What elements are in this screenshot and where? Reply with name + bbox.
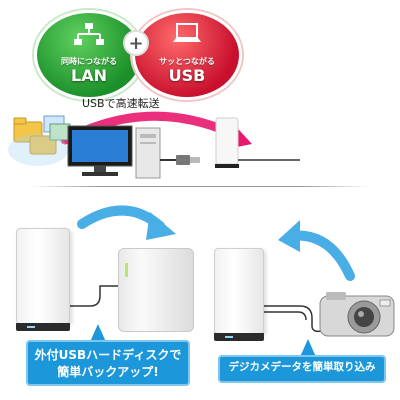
network-icon: [74, 23, 104, 45]
blue-arrowhead-left: [146, 212, 176, 240]
usb-transfer-caption: USBで高速転送: [82, 97, 160, 110]
lan-badge-title: LAN: [71, 65, 107, 85]
lan-badge-subtitle: 同時につながる: [61, 56, 117, 66]
left-caption-tail: [90, 324, 106, 342]
usb-badge-title: USB: [168, 65, 206, 85]
plus-icon: +: [123, 30, 149, 56]
external-hdd: [118, 248, 194, 332]
right-caption-tail: [300, 339, 316, 357]
nas-drive-right: [214, 248, 264, 341]
blue-arrowhead-right: [278, 220, 300, 252]
nas-drive-left: [16, 228, 70, 331]
usb-plug-icon: [176, 155, 200, 165]
backup-illustration: [68, 205, 355, 333]
backup-caption: 外付USBハードディスクで 簡単バックアップ!: [26, 340, 190, 386]
camera-import-caption: デジカメデータを簡単取り込み: [218, 355, 386, 383]
camera-icon: [319, 292, 395, 337]
monitor-icon: [67, 125, 133, 176]
tower-pc-icon: [135, 127, 161, 179]
pc-to-drive-illustration: [8, 111, 300, 179]
blue-arrow-left: [77, 205, 165, 231]
usb-badge-subtitle: サッとつながる: [159, 56, 215, 66]
laptop-icon: [173, 23, 201, 42]
backup-caption-line2: 簡単バックアップ!: [57, 365, 159, 379]
folder-icon: [8, 115, 71, 166]
section-divider: [30, 186, 370, 187]
backup-caption-line1: 外付USBハードディスクで: [34, 348, 182, 362]
lan-badge: 同時につながる LAN: [34, 10, 144, 100]
usb-badge: サッとつながる USB: [132, 10, 242, 100]
